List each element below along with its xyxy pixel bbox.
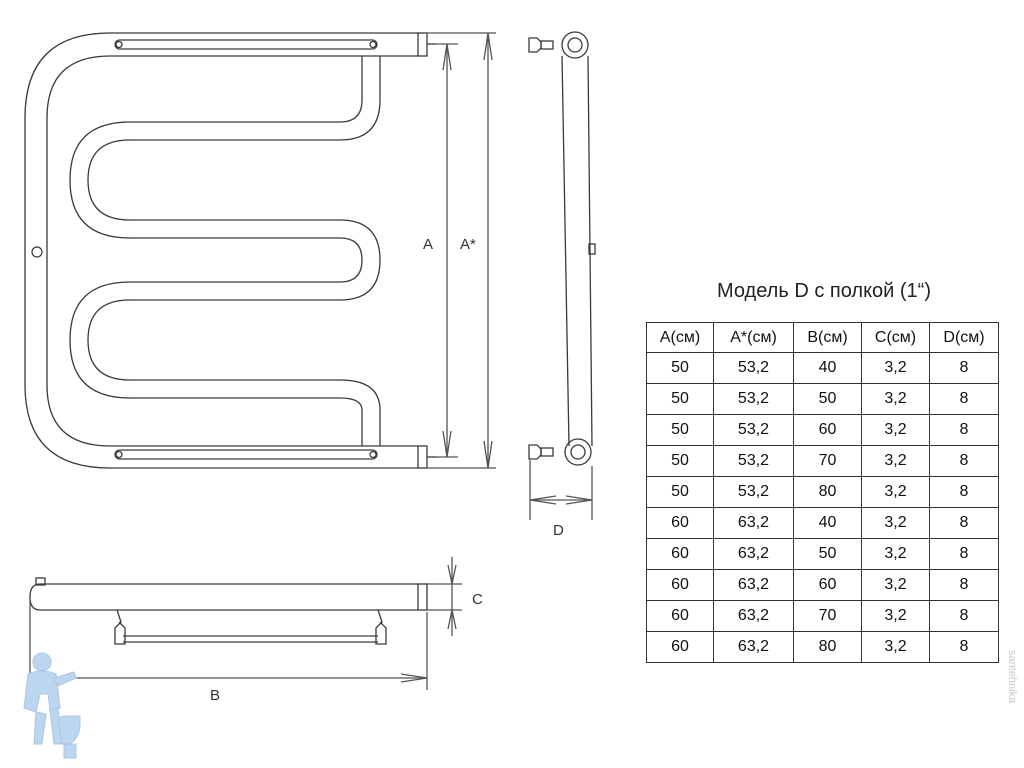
watermark-label: santehnika [1006,650,1018,704]
table-cell: 3,2 [861,507,930,539]
table-cell: 8 [929,569,999,601]
table-cell: 3,2 [861,414,930,446]
label-a-star: A* [460,236,476,253]
table-cell: 3,2 [861,352,930,384]
top-view [29,577,428,645]
table-cell: 50 [646,383,714,415]
plumber-logo-icon [23,652,81,759]
table-cell: 3,2 [861,569,930,601]
table-cell: 63,2 [713,569,794,601]
table-cell: 3,2 [861,631,930,663]
table-cell: 53,2 [713,476,794,508]
table-cell: 60 [646,538,714,570]
table-cell: 8 [929,352,999,384]
table-cell: 80 [793,476,862,508]
label-b: B [210,687,220,704]
table-cell: 70 [793,600,862,632]
table-cell: 53,2 [713,445,794,477]
table-cell: 53,2 [713,414,794,446]
watermark-text: santehnika [1000,650,1022,760]
table-cell: 3,2 [861,476,930,508]
table-cell: 8 [929,538,999,570]
table-cell: 8 [929,414,999,446]
table-cell: 80 [793,631,862,663]
label-a: A [423,236,433,253]
table-cell: 63,2 [713,600,794,632]
table-cell: 50 [646,445,714,477]
dimension-b [29,598,428,690]
table-cell: 8 [929,600,999,632]
table-header-row: A(см)A*(см)B(см)C(см)D(см) [646,322,999,353]
table-cell: 8 [929,631,999,663]
table-cell: 53,2 [713,383,794,415]
label-c: C [472,591,483,608]
table-cell: 63,2 [713,507,794,539]
table-cell: 63,2 [713,631,794,663]
table-cell: 40 [793,352,862,384]
dimension-d [529,460,593,520]
table-cell: 8 [929,383,999,415]
table-cell: 50 [793,538,862,570]
table-title: Модель D с полкой (1“) [716,280,931,302]
column-header: A(см) [646,322,714,353]
table-cell: 60 [793,569,862,601]
front-view [24,32,436,469]
column-header: C(см) [861,322,930,353]
table-cell: 8 [929,507,999,539]
table-cell: 50 [646,352,714,384]
table-cell: 60 [646,569,714,601]
table-cell: 3,2 [861,538,930,570]
side-view [528,31,596,466]
dimension-c [427,557,462,636]
column-header: A*(см) [713,322,794,353]
table-cell: 60 [646,600,714,632]
table-cell: 63,2 [713,538,794,570]
table-cell: 3,2 [861,383,930,415]
table-cell: 40 [793,507,862,539]
table-cell: 50 [793,383,862,415]
label-d: D [553,522,564,539]
table-cell: 53,2 [713,352,794,384]
table-cell: 60 [646,507,714,539]
column-header: B(см) [793,322,862,353]
table-cell: 50 [646,414,714,446]
column-header: D(см) [929,322,999,353]
table-cell: 70 [793,445,862,477]
table-cell: 3,2 [861,600,930,632]
table-cell: 3,2 [861,445,930,477]
dimension-a [427,43,458,458]
dimension-a-star [427,32,496,469]
table-cell: 50 [646,476,714,508]
table-cell: 8 [929,445,999,477]
table-cell: 8 [929,476,999,508]
table-cell: 60 [646,631,714,663]
table-cell: 60 [793,414,862,446]
